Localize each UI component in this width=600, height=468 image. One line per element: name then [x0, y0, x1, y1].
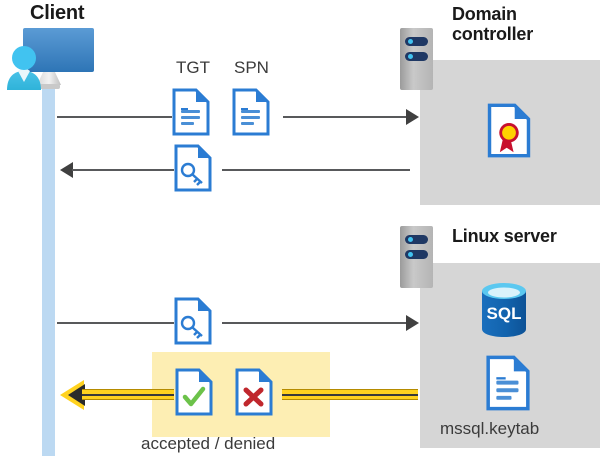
- rack-bay: [405, 37, 428, 46]
- arrowhead-right-to-dc: [406, 109, 419, 125]
- accepted-document-icon: [175, 368, 221, 424]
- arrowhead-right-to-linux: [406, 315, 419, 331]
- linux-server-rack-icon: [400, 226, 433, 288]
- yellow-arrowhead-inner: [68, 384, 85, 406]
- flow-line-client-to-dc-right: [283, 116, 408, 118]
- request-key-document-icon: [174, 297, 220, 353]
- flow-line-client-to-linux-right: [222, 322, 408, 324]
- flow-line-dc-to-client-left: [72, 169, 174, 171]
- sql-database-icon: SQL: [478, 281, 530, 339]
- flow-line-dc-to-client-right: [222, 169, 410, 171]
- tgt-label: TGT: [176, 58, 210, 77]
- spn-document-icon: [232, 88, 270, 136]
- yellow-flow-right-segment: [282, 389, 418, 400]
- accepted-denied-caption: accepted / denied: [141, 434, 276, 453]
- certificate-document-icon: [487, 103, 531, 158]
- rack-bay: [405, 235, 428, 244]
- spn-label: SPN: [234, 58, 269, 77]
- ticket-key-document-icon: [174, 144, 220, 200]
- client-workstation-icon: [4, 26, 96, 98]
- flow-line-client-to-linux-left: [57, 322, 174, 324]
- keytab-filename-label: mssql.keytab: [440, 419, 540, 438]
- linux-server-title: Linux server: [452, 226, 557, 246]
- client-lifeline: [42, 76, 55, 456]
- keytab-document-icon: [485, 355, 531, 411]
- domain-controller-title: Domain controller: [452, 4, 534, 45]
- arrowhead-left-to-client-ticket: [60, 162, 73, 178]
- client-title: Client: [30, 2, 85, 24]
- sql-label: SQL: [487, 304, 522, 323]
- denied-document-icon: [235, 368, 281, 424]
- domain-controller-rack-icon: [400, 28, 433, 90]
- flow-line-client-to-dc-left: [57, 116, 172, 118]
- yellow-flow-left-segment: [82, 389, 174, 400]
- rack-bay: [405, 52, 428, 61]
- tgt-document-icon: [172, 88, 210, 136]
- rack-bay: [405, 250, 428, 259]
